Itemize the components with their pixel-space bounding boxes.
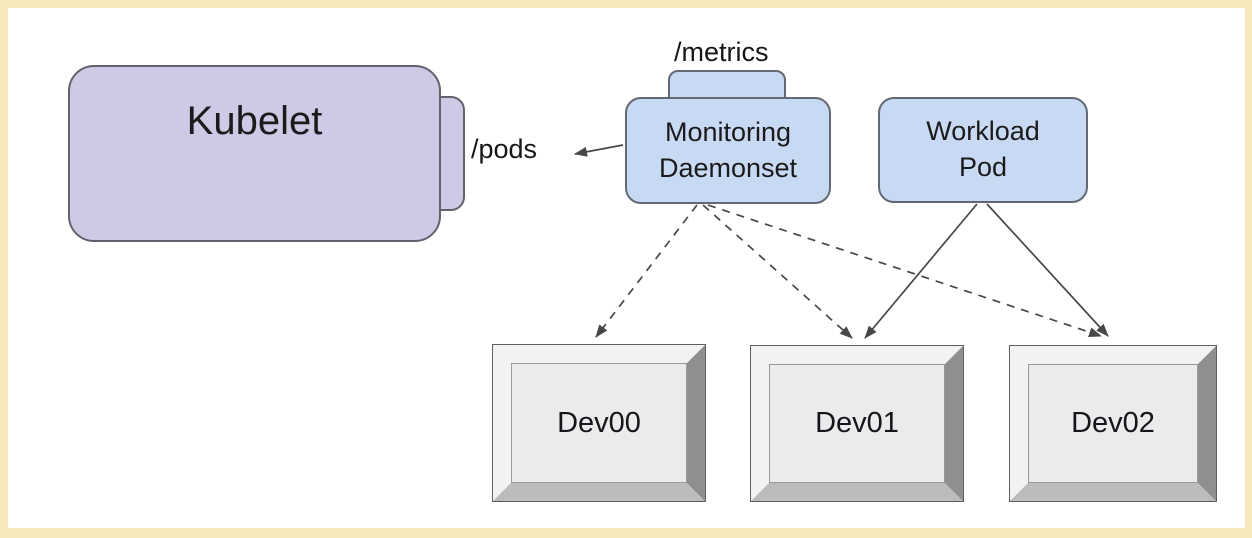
workload-pod-label-line1: Workload — [926, 116, 1040, 147]
monitoring-daemonset-label-line2: Daemonset — [658, 152, 798, 183]
edge-monitoring-to-dev00 — [595, 204, 698, 338]
pods-endpoint-label: /pods — [471, 134, 538, 164]
node-monitoring-daemonset: Monitoring Daemonset — [625, 97, 831, 204]
edge-workload-to-dev02 — [986, 203, 1109, 337]
node-kubelet: Kubelet — [68, 65, 441, 242]
edge-monitoring-to-dev02 — [707, 204, 1102, 337]
device-dev02-label: Dev02 — [1071, 407, 1155, 439]
metrics-endpoint-label: /metrics — [674, 37, 769, 67]
edge-monitoring-to-dev01 — [702, 204, 853, 339]
node-workload-pod: Workload Pod — [878, 97, 1088, 203]
workload-pod-label-line2: Pod — [958, 152, 1008, 182]
edge-workload-to-dev01 — [864, 203, 978, 339]
device-dev01-label: Dev01 — [815, 407, 899, 439]
node-device-dev01: Dev01 — [750, 345, 964, 502]
edge-monitoring-to-kubelet-pods — [574, 144, 624, 157]
monitoring-daemonset-label-line1: Monitoring — [664, 116, 792, 147]
node-device-dev00: Dev00 — [492, 344, 706, 502]
kubelet-label: Kubelet — [186, 99, 323, 143]
node-device-dev02: Dev02 — [1009, 345, 1217, 502]
device-dev00-label: Dev00 — [557, 406, 641, 439]
